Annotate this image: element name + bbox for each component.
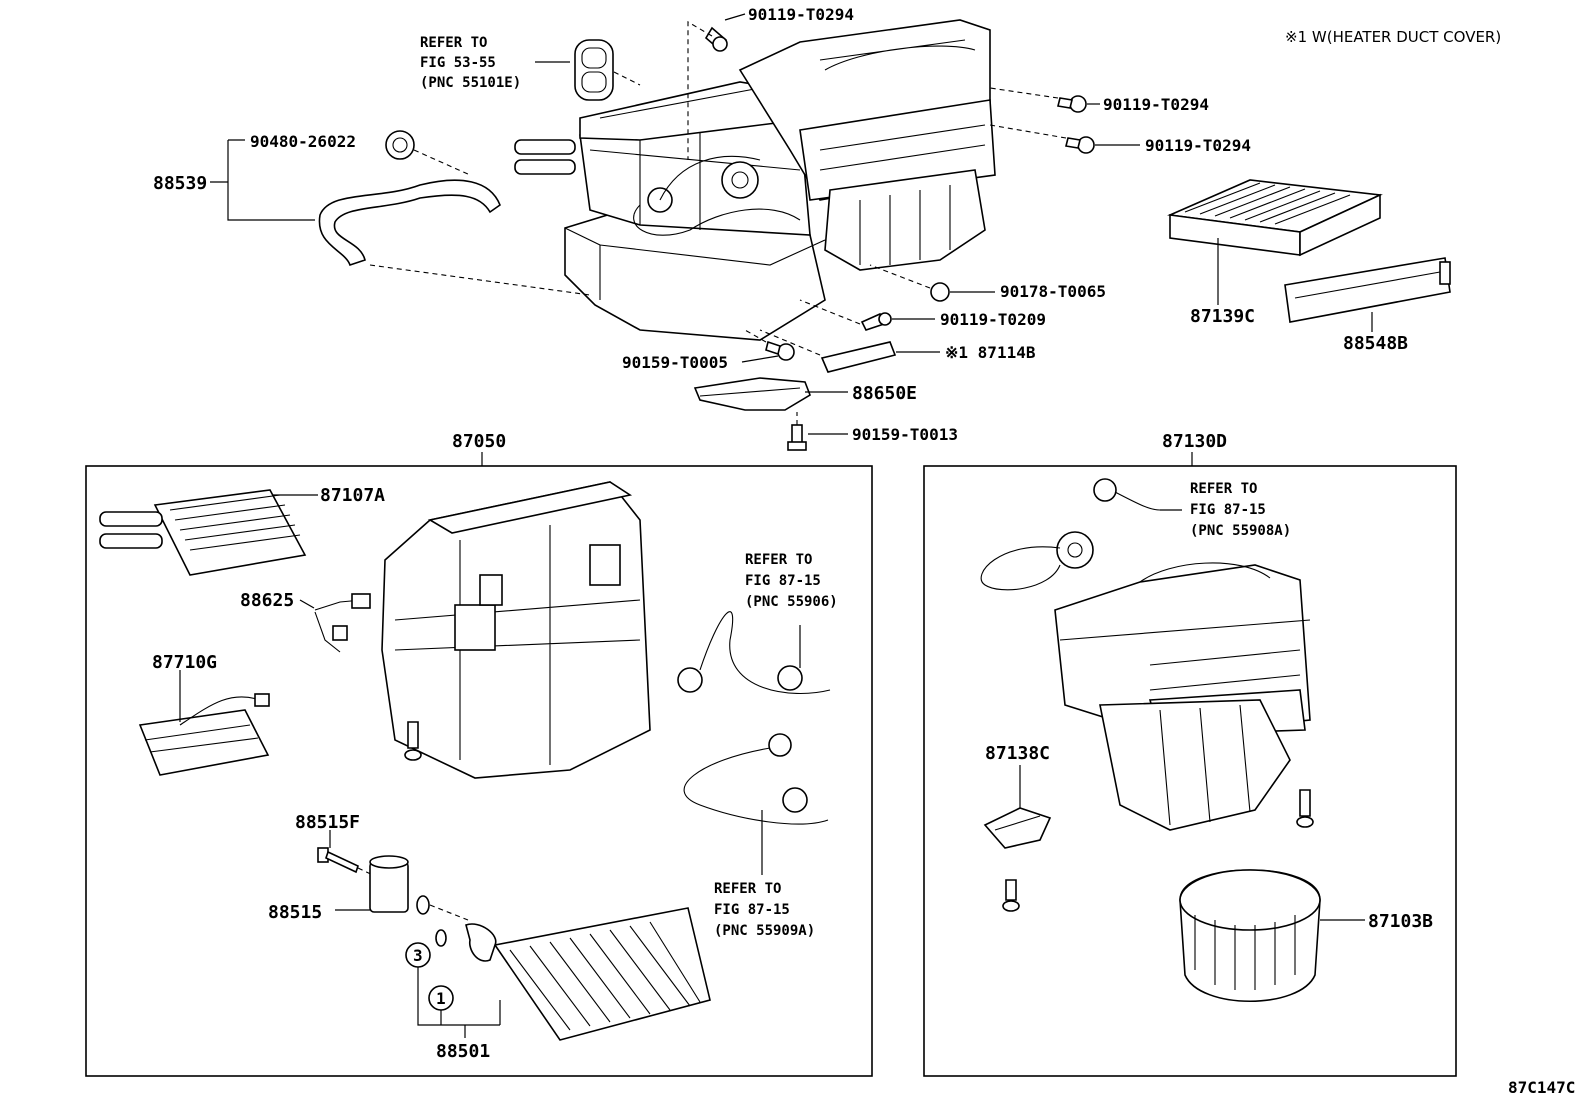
pn-88625: 88625 xyxy=(240,590,294,611)
ref-fig-87-15-c-l3: (PNC 55908A) xyxy=(1190,523,1291,539)
svg-text:3: 3 xyxy=(413,946,423,965)
pn-87114b: ※1 87114B xyxy=(945,343,1036,362)
pn-88539: 88539 xyxy=(153,173,207,194)
screw-90159-t0013 xyxy=(787,412,848,451)
frame-87050 xyxy=(85,465,873,1077)
hvac-case-in-87050 xyxy=(381,481,651,779)
screw-90119-right-1 xyxy=(989,87,1100,113)
grommet-90480 xyxy=(385,130,471,176)
hose-88539 xyxy=(318,179,591,296)
pn-88650e: 88650E xyxy=(852,383,917,404)
ptc-heater-87710g xyxy=(138,670,270,776)
ref-fig-53-55-l3: (PNC 55101E) xyxy=(420,75,521,91)
pn-87103b: 87103B xyxy=(1368,911,1433,932)
gasket-part xyxy=(574,39,641,101)
pn-88515: 88515 xyxy=(268,902,322,923)
blower-case-87130d xyxy=(1054,562,1314,831)
servo-harness-55906 xyxy=(677,611,831,695)
heater-duct-cover-note: ※1 W(HEATER DUCT COVER) xyxy=(1285,28,1501,46)
ref-fig-53-55-l2: FIG 53-55 xyxy=(420,55,496,71)
pn-87138c: 87138C xyxy=(985,743,1050,764)
pn-90119-t0294-top: 90119-T0294 xyxy=(748,5,854,24)
screw-90119-top xyxy=(687,13,746,160)
svg-text:1: 1 xyxy=(436,989,446,1008)
bracket-88650e xyxy=(693,377,848,411)
cover-87114b xyxy=(759,329,940,373)
evaporator-88501 xyxy=(417,907,711,1041)
pn-87107a: 87107A xyxy=(320,485,385,506)
ref-fig-87-15-a-l3: (PNC 55906) xyxy=(745,594,838,610)
pn-87139c: 87139C xyxy=(1190,306,1255,327)
pn-90178-t0065: 90178-T0065 xyxy=(1000,282,1106,301)
pn-88501: 88501 xyxy=(436,1041,490,1062)
figure-code: 87C147C xyxy=(1508,1078,1575,1097)
pn-90119-t0294-right-2: 90119-T0294 xyxy=(1145,136,1251,155)
pn-88515f: 88515F xyxy=(295,812,360,833)
hvac-unit-assembly-top xyxy=(514,19,996,341)
ref-fig-87-15-b-l2: FIG 87-15 xyxy=(714,902,790,918)
pn-87130d: 87130D xyxy=(1162,431,1227,452)
filter-87139c xyxy=(1167,179,1383,305)
servo-harness-55908a xyxy=(980,478,1182,591)
pn-87710g: 87710G xyxy=(152,652,217,673)
heater-core-87107a xyxy=(99,489,318,576)
cover-88548b xyxy=(1284,257,1451,332)
ref-fig-87-15-c-l2: FIG 87-15 xyxy=(1190,502,1266,518)
ref-fig-53-55-l1: REFER TO xyxy=(420,35,487,51)
pn-90119-t0294-right-1: 90119-T0294 xyxy=(1103,95,1209,114)
expansion-valve-88515 xyxy=(335,855,409,913)
screw-90119-right-2 xyxy=(989,124,1140,154)
o-rings xyxy=(416,895,469,947)
ref-fig-87-15-a-l2: FIG 87-15 xyxy=(745,573,821,589)
nut-90178 xyxy=(869,264,995,302)
screw-90119-t0209 xyxy=(799,299,935,331)
circle-callout-1: 1 xyxy=(428,985,454,1011)
pn-90159-t0013: 90159-T0013 xyxy=(852,425,958,444)
pn-90480-26022: 90480-26022 xyxy=(250,132,356,151)
servo-harness-55909a xyxy=(683,733,829,875)
circle-callout-3: 3 xyxy=(405,942,431,968)
ref-fig-87-15-a-l1: REFER TO xyxy=(745,552,812,568)
sensor-88625 xyxy=(299,593,371,653)
pn-90159-t0005: 90159-T0005 xyxy=(622,353,728,372)
ref-fig-87-15-b-l3: (PNC 55909A) xyxy=(714,923,815,939)
blower-motor-87103b xyxy=(1179,869,1365,1003)
screw-90159-t0005 xyxy=(741,329,795,363)
pn-87050: 87050 xyxy=(452,431,506,452)
pn-88548b: 88548B xyxy=(1343,333,1408,354)
frame-87130d xyxy=(923,465,1457,1077)
resistor-87138c xyxy=(983,765,1052,912)
ref-fig-87-15-b-l1: REFER TO xyxy=(714,881,781,897)
bolt-88515f xyxy=(317,830,376,877)
ref-fig-87-15-c-l1: REFER TO xyxy=(1190,481,1257,497)
pn-90119-t0209: 90119-T0209 xyxy=(940,310,1046,329)
